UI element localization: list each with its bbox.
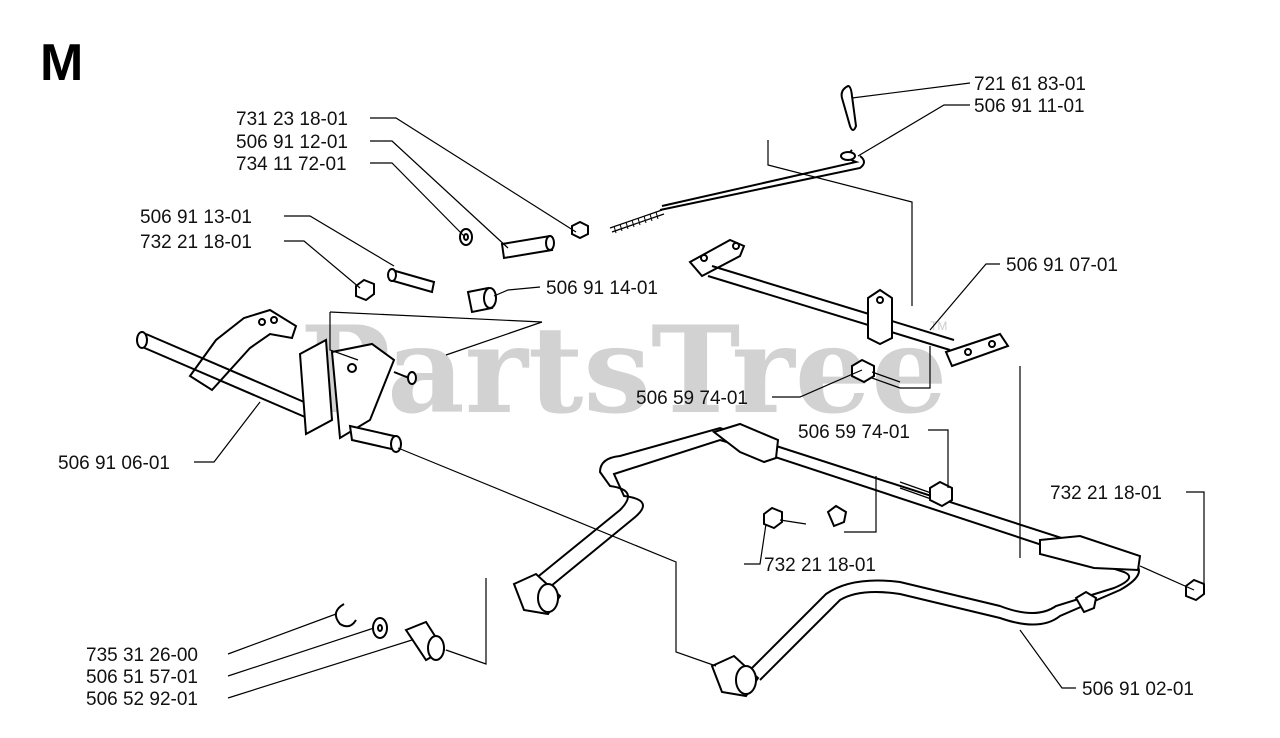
left-arm-part[interactable] [136, 308, 417, 453]
spacer-tube-part[interactable] [500, 234, 555, 260]
section-letter: M [40, 34, 83, 92]
cotter-pin-part[interactable] [840, 84, 858, 131]
callout-506-52-92-01: 506 52 92-01 [86, 689, 198, 710]
bushing-part[interactable] [466, 286, 497, 314]
callout-506-91-13-01: 506 91 13-01 [140, 207, 252, 228]
control-rod-part[interactable] [609, 149, 865, 234]
rod-nut-part[interactable] [571, 220, 589, 240]
washer-part[interactable] [459, 228, 473, 246]
lower-bushing-part[interactable] [404, 620, 446, 662]
upper-bolt-part[interactable] [851, 358, 901, 389]
lower-bolt-part[interactable] [899, 480, 953, 508]
callout-506-91-06-01: 506 91 06-01 [58, 453, 170, 474]
watermark-trademark: TM [930, 319, 947, 333]
callout-506-91-11-01: 506 91 11-01 [974, 96, 1085, 117]
callout-734-11-72-01: 734 11 72-01 [236, 154, 347, 175]
pivot-pin-part[interactable] [387, 268, 436, 294]
callout-735-31-26-00: 735 31 26-00 [86, 645, 198, 666]
callout-506-59-74-01-upper: 506 59 74-01 [636, 388, 748, 409]
callout-732-21-18-01-right: 732 21 18-01 [1050, 483, 1162, 504]
left-nut-part[interactable] [355, 278, 375, 302]
callout-731-23-18-01: 731 23 18-01 [236, 109, 348, 130]
callout-506-51-57-01: 506 51 57-01 [86, 667, 198, 688]
callout-506-91-07-01: 506 91 07-01 [1006, 255, 1118, 276]
upper-shaft-part[interactable] [688, 238, 1010, 368]
callout-506-91-02-01: 506 91 02-01 [1082, 679, 1194, 700]
callout-leaders [194, 82, 1205, 699]
callout-506-59-74-01-lower: 506 59 74-01 [798, 422, 910, 443]
main-frame-part[interactable] [512, 422, 1142, 698]
watermark-text: PartsTree [300, 300, 947, 441]
callout-506-91-12-01: 506 91 12-01 [236, 132, 348, 153]
right-nut-part[interactable] [1185, 578, 1205, 602]
callout-732-21-18-01-left: 732 21 18-01 [140, 232, 252, 253]
callout-732-21-18-01-middle: 732 21 18-01 [764, 555, 876, 576]
circlip-part[interactable] [334, 603, 357, 628]
callout-721-61-83-01: 721 61 83-01 [974, 74, 1086, 95]
lower-washer-part[interactable] [372, 617, 388, 639]
middle-nut-part[interactable] [763, 506, 783, 530]
assembly-lines [329, 140, 1195, 667]
callout-506-91-14-01: 506 91 14-01 [546, 278, 658, 299]
